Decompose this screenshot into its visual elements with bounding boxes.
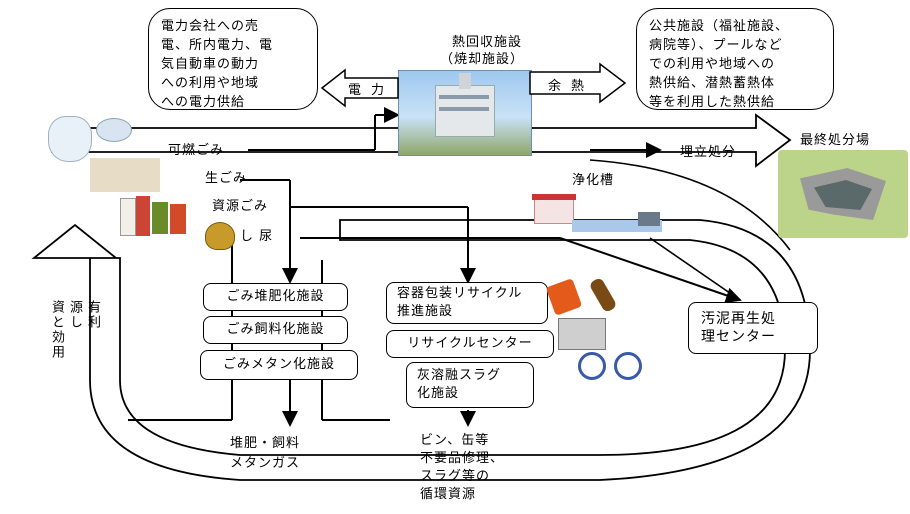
resource-waste-label: 資源ごみ	[212, 199, 269, 214]
packaging-line-2: 推進施設	[397, 304, 454, 319]
recycled-materials-output-label: ビン、缶等 不要品修理、 スラグ等の 循環資源	[420, 433, 505, 502]
sludge-recycling-center-box: 汚泥再生処 理センター	[688, 302, 818, 354]
methane-facility-box: ごみメタン化施設	[200, 350, 358, 380]
composting-facility-box: ごみ堆肥化施設	[203, 283, 348, 311]
septic-tank-label: 浄化槽	[572, 173, 615, 188]
recyclables-image	[545, 274, 648, 384]
landfill-arrow-label: 埋立処分	[680, 145, 737, 160]
effective-use-col1: 有利	[85, 300, 100, 330]
recycle-center-box: リサイクルセンター	[386, 330, 554, 358]
packaging-recycling-facility-box: 容器包装リサイクル 推進施設	[386, 282, 548, 324]
slag-line-2: 化施設	[417, 386, 460, 401]
heat-arrow-label: 余熱	[548, 79, 595, 94]
power-arrow-label: 電力	[348, 83, 395, 98]
recycling-return-loop	[31, 219, 811, 481]
packaging-line-1: 容器包装リサイクル	[397, 286, 523, 301]
septic-tank-image	[532, 192, 664, 238]
waste-items-image	[40, 110, 190, 250]
effective-use-col3: 資と効用	[49, 300, 64, 360]
night-soil-label: し 尿	[240, 229, 274, 244]
slag-line-1: 灰溶融スラグ	[417, 368, 502, 383]
thermal-facility-title: 熱回収施設	[452, 35, 523, 50]
heat-use-bubble: 公共施設（福祉施設、 病院等）、プールなど での利用や地域への 熱供給、潜熱蓄熱…	[636, 8, 834, 110]
night-soil-icon	[205, 222, 235, 250]
thermal-facility-image	[398, 70, 532, 156]
feed-facility-box: ごみ飼料化施設	[203, 316, 348, 344]
burnable-waste-label: 可燃ごみ	[168, 143, 225, 158]
effective-use-col2: 源し	[67, 300, 82, 330]
slag-facility-box: 灰溶融スラグ 化施設	[406, 362, 534, 408]
electricity-use-bubble: 電力会社への売 電、所内電力、電 気自動車の動力 への利用や地域 への電力供給	[148, 8, 318, 110]
landfill-image	[778, 150, 908, 238]
compost-output-label: 堆肥・飼料 メタンガス	[230, 436, 301, 471]
food-waste-label: 生ごみ	[205, 171, 248, 186]
landfill-site-label: 最終処分場	[800, 133, 871, 148]
sludge-line-1: 汚泥再生処	[701, 311, 776, 327]
sludge-line-2: 理センター	[701, 329, 776, 345]
thermal-facility-subtitle: （焼却施設）	[440, 52, 525, 67]
